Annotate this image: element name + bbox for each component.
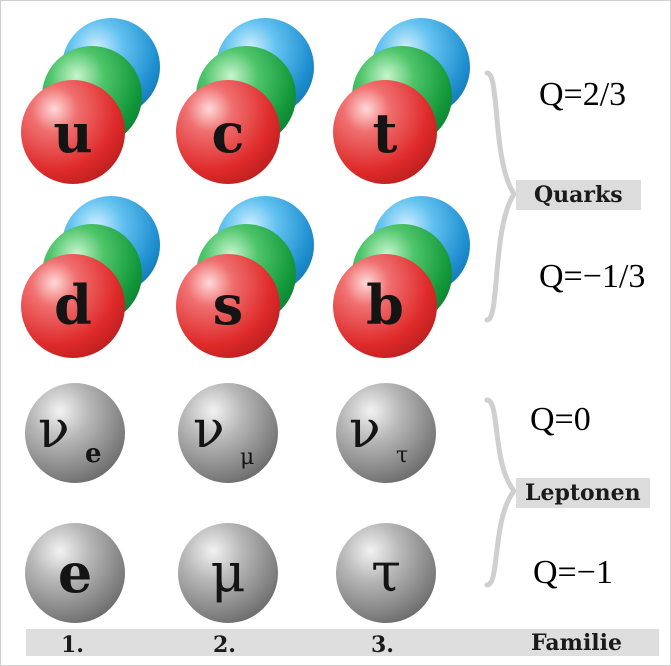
color-charge-sphere [333,254,437,358]
particle-symbol: ν [349,400,381,460]
lepton-sphere [178,523,278,623]
color-charge-sphere [21,254,125,358]
particle-symbol: ν [38,400,70,460]
particle-symbol: c [211,101,245,165]
lepton-sphere [25,383,125,483]
particle-symbol: d [54,273,92,337]
particle-subscript: μ [240,445,255,470]
particle-symbol: u [53,101,93,165]
family-heading: Familie [531,630,623,656]
charge-up-type: Q=2/3 [539,76,627,113]
color-charge-sphere [176,80,280,184]
color-charge-sphere [21,80,125,184]
lepton-sphere [336,523,436,623]
leptons-label: Leptonen [516,478,650,508]
lepton-sphere [336,383,436,483]
particle-subscript: τ [396,443,409,468]
particle-symbol: e [57,541,93,605]
particle-symbol: b [366,273,404,337]
footer-bar [26,629,659,656]
charge-lepton: Q=−1 [533,554,613,591]
color-charge-sphere [333,80,437,184]
particle-symbol: ν [193,400,225,460]
leptons-brace [484,397,518,588]
particle-symbol: s [212,273,244,337]
particle-symbol: t [372,101,398,165]
family-label-2: 2. [213,632,236,658]
color-charge-sphere [176,254,280,358]
family-label-3: 3. [371,632,394,658]
particle-symbol: τ [371,541,401,604]
quarks-brace [484,70,517,323]
lepton-sphere [178,383,278,483]
family-label-1: 1. [61,632,84,658]
quarks-label: Quarks [516,180,641,210]
charge-neutrino: Q=0 [530,401,591,438]
charge-down-type: Q=−1/3 [539,258,646,295]
lepton-sphere [25,523,125,623]
particle-subscript: e [85,439,102,469]
particle-symbol: μ [210,541,246,604]
